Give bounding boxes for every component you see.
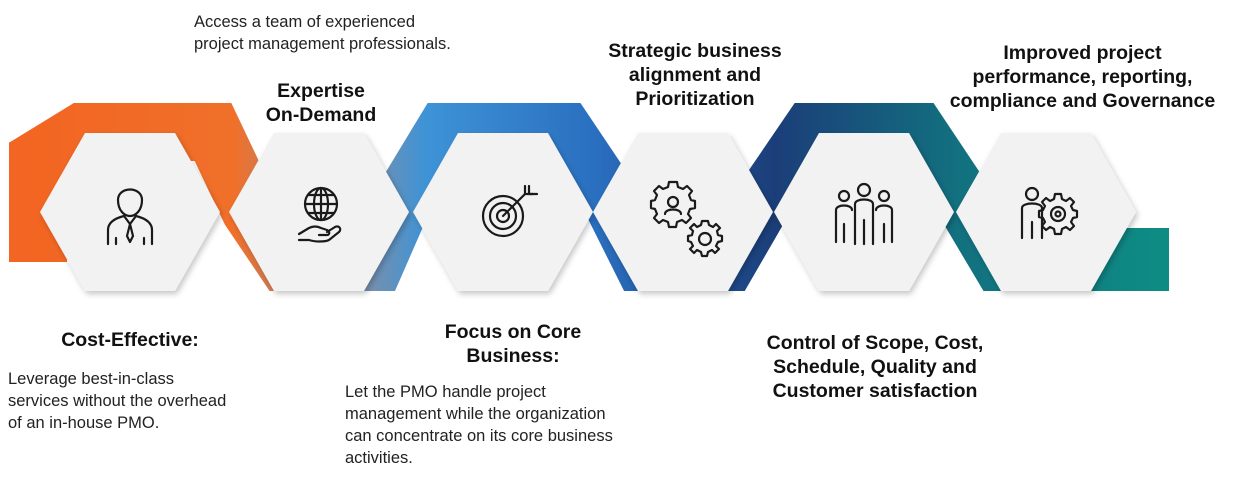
team-icon — [834, 182, 894, 246]
businessman-icon — [106, 188, 154, 246]
step-1-description: Leverage best-in-class services without … — [8, 370, 227, 432]
step-3-title: Focus on Core Business: — [444, 321, 582, 367]
person-gear-icon — [1020, 186, 1079, 240]
step-1-title: Cost-Effective: — [61, 329, 199, 351]
step-2-title: Expertise On-Demand — [265, 80, 377, 126]
hexagon-4 — [593, 133, 773, 291]
globe-in-hand-icon — [297, 186, 342, 243]
step-3-description: Let the PMO handle project management wh… — [345, 383, 613, 467]
hexagon-1 — [40, 133, 220, 291]
hexagon-5 — [774, 133, 954, 291]
hexagon-3 — [413, 133, 593, 291]
hexagon-6 — [956, 133, 1136, 291]
step-5-title: Control of Scope, Cost, Schedule, Qualit… — [766, 332, 984, 402]
step-4-title: Strategic business alignment and Priorit… — [608, 40, 782, 110]
gears-user-icon — [649, 180, 724, 258]
zigzag-ribbon — [9, 103, 1169, 291]
step-2-description: Access a team of experienced project man… — [194, 13, 451, 53]
step-6-title: Improved project performance, reporting,… — [949, 42, 1216, 112]
target-arrow-icon — [481, 184, 539, 238]
